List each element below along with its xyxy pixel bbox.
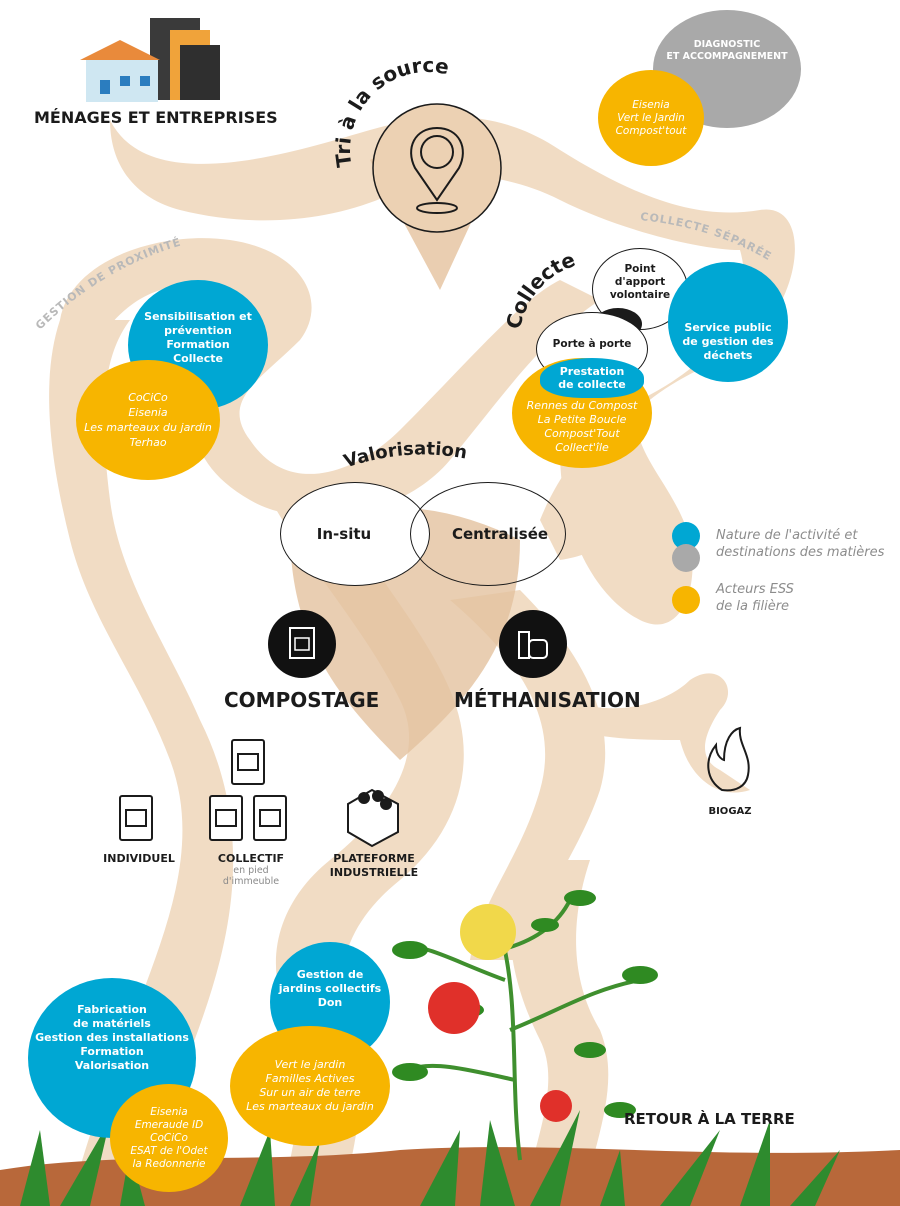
retour-label: RETOUR À LA TERRE bbox=[624, 1110, 795, 1128]
individuel-label: INDIVIDUEL bbox=[103, 852, 175, 865]
plateforme-line: PLATEFORME bbox=[333, 852, 415, 865]
waste-sorting-icon bbox=[410, 126, 464, 214]
prestation-line: de collecte bbox=[558, 378, 626, 391]
actor: Compost'tout bbox=[615, 124, 687, 137]
legend-grey-dot bbox=[672, 544, 700, 572]
red-tomato bbox=[428, 982, 480, 1034]
actor: Eisenia bbox=[128, 406, 168, 419]
actor: Eisenia bbox=[632, 98, 670, 111]
actor: la Redonnerie bbox=[132, 1157, 206, 1170]
menages-label: MÉNAGES ET ENTREPRISES bbox=[34, 108, 278, 127]
legend-nature: Nature de l'activité et destinations des … bbox=[716, 527, 884, 561]
actor: Eisenia bbox=[150, 1105, 188, 1118]
activity: prévention bbox=[164, 324, 232, 337]
legend-acteurs: Acteurs ESS de la filière bbox=[716, 581, 794, 615]
legend-yellow-dot bbox=[672, 586, 700, 614]
methaniser-icon bbox=[499, 610, 567, 678]
jardins-line: Gestion de bbox=[296, 968, 364, 981]
biogaz-label: BIOGAZ bbox=[708, 806, 752, 817]
actor: ESAT de l'Odet bbox=[130, 1144, 208, 1157]
pav-line: Point bbox=[624, 262, 656, 275]
yellow-tomato bbox=[460, 904, 516, 960]
compostage-label: COMPOSTAGE bbox=[224, 688, 380, 712]
service-line: de gestion des bbox=[682, 335, 774, 348]
actor: Vert le Jardin bbox=[617, 111, 685, 124]
legend-line: Nature de l'activité et bbox=[716, 528, 858, 543]
jardins-line: Don bbox=[317, 996, 343, 1009]
actor: La Petite Boucle bbox=[537, 413, 627, 426]
actor: CoCiCo bbox=[150, 1131, 188, 1144]
centralisee-bubble[interactable]: Centralisée bbox=[410, 482, 566, 586]
methanisation-label: MÉTHANISATION bbox=[454, 688, 641, 712]
actor: Les marteaux du jardin bbox=[84, 421, 212, 434]
actor: Terhao bbox=[129, 436, 167, 449]
activity: Collecte bbox=[173, 352, 223, 365]
legend-line: destinations des matières bbox=[716, 545, 885, 560]
jardins-line: jardins collectifs bbox=[278, 982, 382, 995]
actor: Les marteaux du jardin bbox=[246, 1100, 374, 1113]
legend-line: Acteurs ESS bbox=[716, 582, 794, 597]
activity: Formation bbox=[166, 338, 230, 351]
pap-label: Porte à porte bbox=[552, 338, 632, 350]
fabrication-line: Valorisation bbox=[74, 1059, 150, 1072]
plateforme-line: INDUSTRIELLE bbox=[329, 866, 419, 879]
collectif-sub: d'immeuble bbox=[222, 876, 280, 887]
fabrication-line: Gestion des installations bbox=[35, 1031, 189, 1044]
flame-icon bbox=[707, 726, 750, 792]
actor: Familles Actives bbox=[265, 1072, 355, 1085]
pav-line: d'apport bbox=[614, 275, 666, 288]
compost-bin-icon bbox=[268, 610, 336, 678]
grass bbox=[20, 1110, 840, 1206]
fabrication-line: Formation bbox=[80, 1045, 144, 1058]
activity: Sensibilisation et bbox=[144, 310, 252, 323]
pav-line: volontaire bbox=[609, 288, 671, 301]
compost-bin-glyph bbox=[289, 627, 315, 659]
centralisee-label: Centralisée bbox=[451, 525, 549, 543]
insitu-label: In-situ bbox=[316, 525, 372, 543]
actor: Compost'Tout bbox=[544, 427, 620, 440]
service-line: Service public bbox=[684, 321, 772, 334]
actor: Emeraude ID bbox=[134, 1118, 204, 1131]
fabrication-line: de matériels bbox=[73, 1017, 151, 1030]
collectif-sub: en pied bbox=[233, 865, 269, 876]
actor: CoCiCo bbox=[128, 391, 168, 404]
actor: Vert le jardin bbox=[274, 1058, 346, 1071]
methaniser-glyph bbox=[518, 631, 548, 659]
legend-line: de la filière bbox=[716, 599, 790, 614]
houses-illustration bbox=[80, 18, 220, 102]
tomato-plant bbox=[392, 890, 658, 1161]
red-tomato-small bbox=[540, 1090, 572, 1122]
insitu-bubble[interactable]: In-situ bbox=[280, 482, 430, 586]
diagnostic-line: ET ACCOMPAGNEMENT bbox=[666, 51, 788, 62]
actor: Collect'île bbox=[555, 441, 609, 454]
actor: Rennes du Compost bbox=[526, 399, 638, 412]
diagnostic-line: DIAGNOSTIC bbox=[693, 39, 761, 50]
fabrication-line: Fabrication bbox=[77, 1003, 147, 1016]
collectif-label: COLLECTIF bbox=[217, 852, 285, 865]
actor: Sur un air de terre bbox=[259, 1086, 361, 1099]
service-line: déchets bbox=[703, 349, 753, 362]
prestation-line: Prestation bbox=[559, 365, 625, 378]
